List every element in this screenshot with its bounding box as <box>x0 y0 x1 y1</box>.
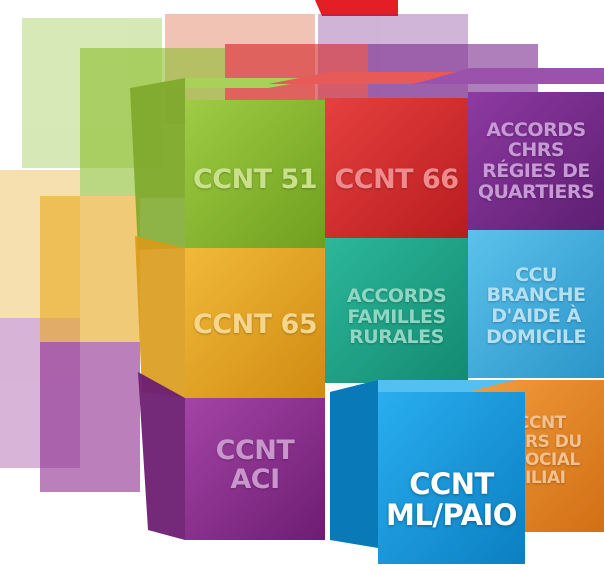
label-ccnt-aci: CCNT ACI <box>185 420 325 510</box>
label-ccnt-foyers: CCNT RS DU OCIAL ILIAI <box>525 386 604 516</box>
ccnt-foyers-line4: ILIAI <box>525 468 566 489</box>
label-ccnt51: CCNT 51 <box>185 150 325 210</box>
block-ccnt-aci <box>138 372 325 540</box>
block-ccnt-ml-paio <box>330 380 525 564</box>
accords-familles-line1: ACCORDS <box>346 285 447 308</box>
ccu-line4: DOMICILE <box>486 325 587 348</box>
ccnt66-text: CCNT 66 <box>334 164 459 196</box>
accords-chrs-line4: QUARTIERS <box>477 180 595 203</box>
ccnt-foyers-line1: CCNT <box>525 413 566 434</box>
ccnt-aci-line1: CCNT <box>215 434 295 466</box>
label-accords-familles: ACCORDS FAMILLES RURALES <box>325 262 468 372</box>
block-ccu <box>468 230 604 378</box>
ccu-line2: BRANCHE <box>486 284 586 307</box>
block-ccnt51 <box>130 78 325 250</box>
label-ccnt65: CCNT 65 <box>185 295 325 355</box>
ccnt-foyers-line2: RS DU <box>525 431 582 452</box>
accords-chrs-line3: RÉGIES DE <box>482 160 590 182</box>
block-accords-familles <box>325 238 468 383</box>
ccnt51-text: CCNT 51 <box>192 164 318 196</box>
accords-chrs-line1: ACCORDS <box>486 118 586 141</box>
accords-familles-line2: FAMILLES <box>347 305 446 328</box>
ccnt65-text: CCNT 65 <box>192 309 318 341</box>
ccu-line1: CCU <box>515 263 557 286</box>
accords-familles-line3: RURALES <box>349 326 444 349</box>
label-accords-chrs: ACCORDS CHRS RÉGIES DE QUARTIERS <box>468 92 604 230</box>
label-ccnt-ml-paio: CCNT ML/PAIO <box>378 450 525 550</box>
ccnt-foyers-line3: OCIAL <box>525 450 580 470</box>
block-accords-chrs <box>415 68 604 230</box>
ccnt-aci-line2: ACI <box>230 464 280 495</box>
block-ccnt66 <box>268 72 468 238</box>
ccnt-ml-line1: CCNT <box>409 466 494 501</box>
block-ccnt65 <box>135 236 325 398</box>
ccu-line3: D'AIDE À <box>491 305 581 327</box>
label-ccnt66: CCNT 66 <box>325 150 468 210</box>
top-red-tab <box>315 0 398 16</box>
label-ccu: CCU BRANCHE D'AIDE À DOMICILE <box>468 236 604 376</box>
accords-chrs-line2: CHRS <box>507 139 565 162</box>
ccnt-ml-line2: ML/PAIO <box>386 498 517 532</box>
